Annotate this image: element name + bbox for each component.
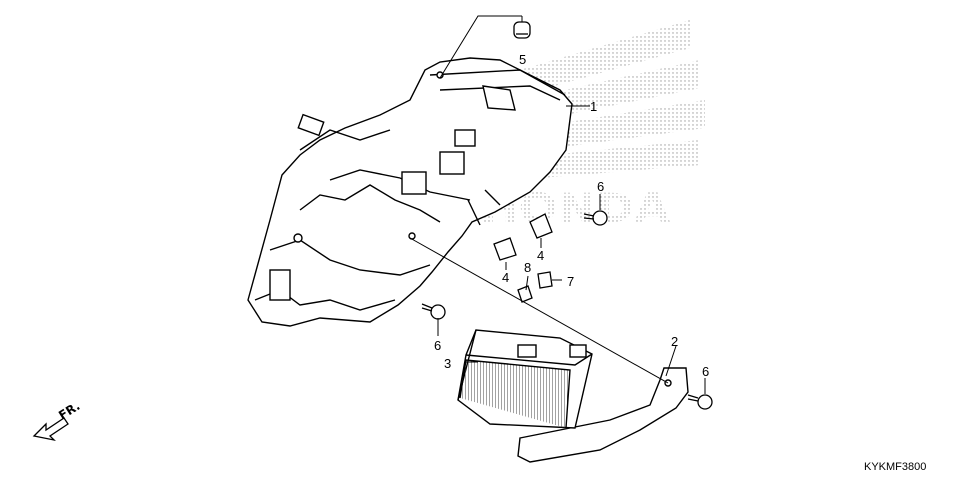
callout-1: 1 (590, 99, 597, 114)
front-direction-arrow: FR. (32, 399, 82, 442)
cap-nut-part-5 (513, 21, 531, 39)
arrow-icon (32, 417, 69, 442)
callout-5: 5 (519, 52, 526, 67)
callout-6-right: 6 (702, 364, 709, 379)
callout-4-left: 4 (502, 270, 509, 285)
battery-part-3 (457, 329, 593, 429)
callout-3: 3 (444, 356, 451, 371)
bolt-part-6-upper (583, 210, 608, 226)
callout-7: 7 (567, 274, 574, 289)
callout-4-right: 4 (537, 248, 544, 263)
fuse-part-7 (537, 271, 553, 289)
callout-6-left: 6 (434, 338, 441, 353)
bolt-part-6-right (687, 394, 713, 410)
diagram-code: KYKMF3800 (864, 461, 926, 473)
callout-8: 8 (524, 260, 531, 275)
callout-6-upper: 6 (597, 179, 604, 194)
fuse-part-8 (517, 285, 533, 303)
front-label: FR. (56, 399, 82, 423)
bolt-part-6-left (421, 303, 446, 320)
battery-stay-part-2 (517, 367, 689, 463)
clip-part-4-left (493, 237, 517, 261)
callout-2: 2 (671, 334, 678, 349)
battery-case-part-1 (247, 57, 573, 327)
leader-lines (409, 15, 706, 394)
clip-part-4-right (529, 213, 553, 239)
